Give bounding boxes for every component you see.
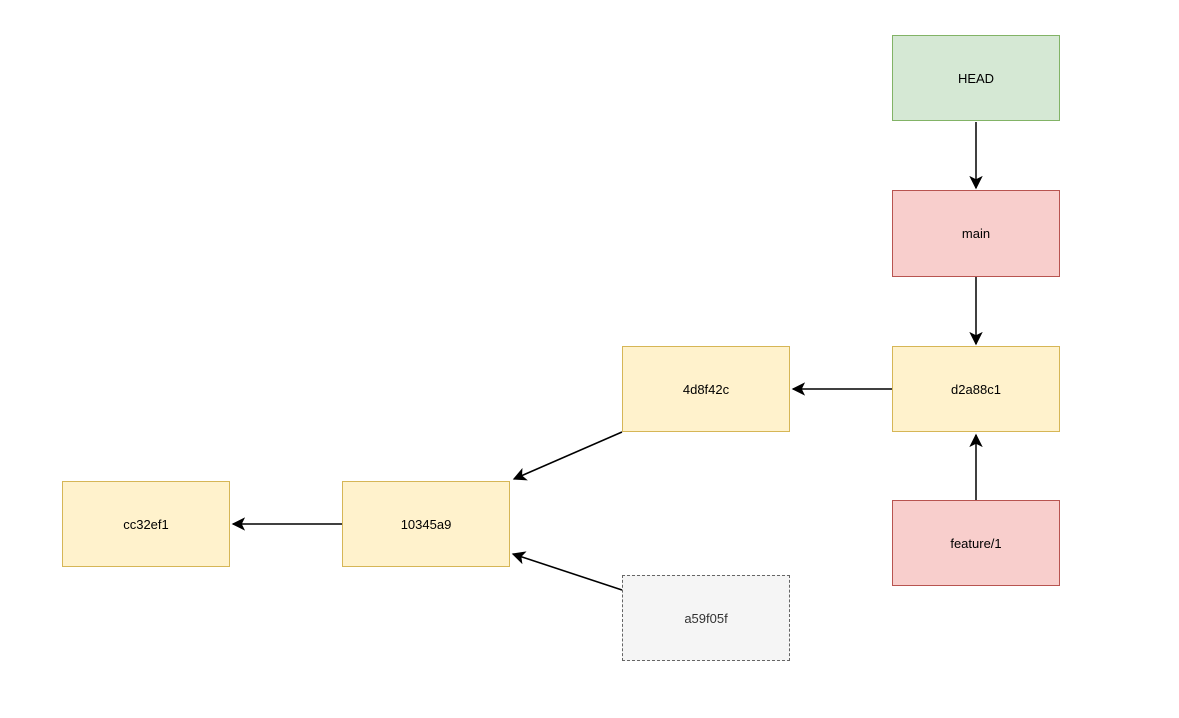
node-10345a9-label: 10345a9: [400, 516, 452, 532]
edge-a59f05f-to-10345a9: [511, 551, 623, 591]
node-main-label: main: [961, 226, 991, 241]
node-feature1-label: feature/1: [950, 535, 1002, 551]
node-cc32ef1: cc32ef1: [62, 481, 230, 567]
node-a59f05f: a59f05f: [622, 575, 790, 661]
node-10345a9: 10345a9: [342, 481, 510, 567]
node-d2a88c1: d2a88c1: [892, 346, 1060, 432]
edge-4d8f42c-to-10345a9: [512, 431, 623, 481]
node-a59f05f-label: a59f05f: [684, 610, 728, 626]
node-head-label: HEAD: [957, 70, 995, 86]
node-main: main: [892, 190, 1060, 277]
node-cc32ef1-label: cc32ef1: [123, 516, 169, 532]
node-d2a88c1-label: d2a88c1: [951, 381, 1001, 397]
node-4d8f42c-label: 4d8f42c: [682, 381, 730, 397]
node-feature1: feature/1: [892, 500, 1060, 586]
node-head: HEAD: [892, 35, 1060, 121]
node-4d8f42c: 4d8f42c: [622, 346, 790, 432]
